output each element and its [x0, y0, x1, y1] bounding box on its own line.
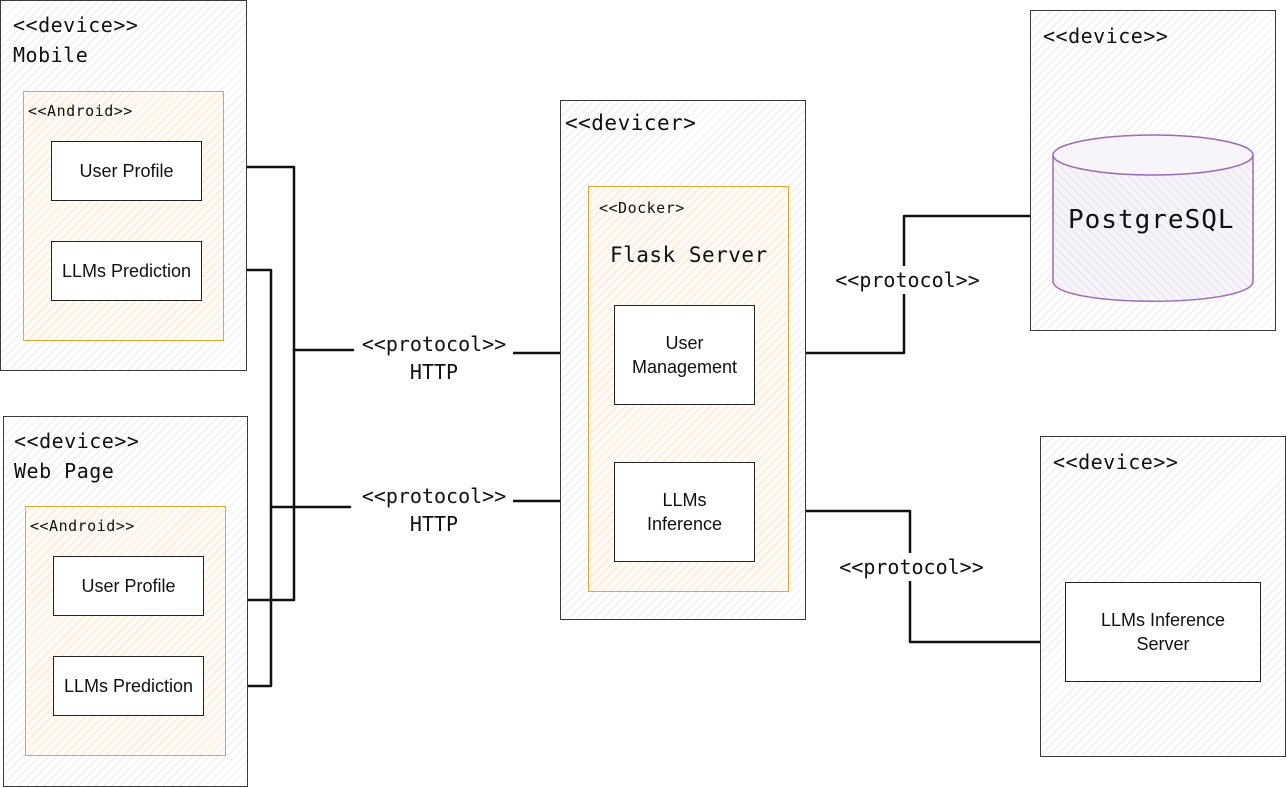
flask-server-name: Flask Server: [610, 243, 768, 267]
mobile-user-profile-component[interactable]: User Profile: [51, 141, 202, 201]
inference-device-stereotype: <<device>>: [1053, 450, 1179, 474]
llms-inference-component[interactable]: LLMs Inference: [614, 462, 755, 562]
http-bottom-name: HTTP: [409, 512, 459, 536]
http-top-stereotype: <<protocol>>: [361, 332, 507, 356]
server-device-node: <<devicer> <<Docker> Flask Server User M…: [560, 100, 806, 620]
mobile-device-name: Mobile: [13, 43, 89, 67]
mobile-device-stereotype: <<device>>: [13, 13, 139, 37]
http-bottom-label: <<protocol>> HTTP: [355, 482, 513, 538]
web-user-profile-component[interactable]: User Profile: [53, 556, 204, 616]
mobile-android-container: <<Android>> User Profile LLMs Prediction: [23, 91, 224, 341]
web-device-node: <<device>> Web Page <<Android>> User Pro…: [3, 416, 248, 787]
mobile-android-stereotype: <<Android>>: [28, 102, 133, 120]
inference-link-label: <<protocol>>: [834, 553, 989, 581]
docker-stereotype: <<Docker>: [599, 199, 685, 217]
llms-inference-server-label: LLMs Inference Server: [1100, 610, 1226, 654]
database-device-stereotype: <<device>>: [1043, 24, 1169, 48]
server-device-stereotype: <<devicer>: [565, 111, 697, 135]
web-android-stereotype: <<Android>>: [30, 517, 135, 535]
web-llms-prediction-component[interactable]: LLMs Prediction: [53, 656, 204, 716]
web-device-name: Web Page: [14, 459, 115, 483]
llms-inference-server-component[interactable]: LLMs Inference Server: [1065, 582, 1261, 682]
docker-container: <<Docker> Flask Server User Management L…: [588, 186, 789, 592]
llms-inference-label: LLMs Inference: [646, 490, 723, 534]
http-top-label: <<protocol>> HTTP: [355, 330, 513, 386]
mobile-device-node: <<device>> Mobile <<Android>> User Profi…: [0, 0, 247, 371]
database-cylinder-icon: [1052, 134, 1254, 302]
web-android-container: <<Android>> User Profile LLMs Prediction: [25, 506, 226, 756]
user-management-component[interactable]: User Management: [614, 305, 755, 405]
user-management-label: User Management: [631, 333, 738, 377]
database-device-node: <<device>> PostgreSQL: [1030, 10, 1276, 331]
db-link-label: <<protocol>>: [830, 266, 985, 294]
http-bottom-stereotype: <<protocol>>: [361, 484, 507, 508]
web-device-stereotype: <<device>>: [14, 429, 140, 453]
postgresql-label: PostgreSQL: [1068, 205, 1235, 235]
http-top-name: HTTP: [409, 360, 459, 384]
inference-device-node: <<device>> LLMs Inference Server: [1040, 436, 1286, 757]
mobile-llms-prediction-component[interactable]: LLMs Prediction: [51, 241, 202, 301]
